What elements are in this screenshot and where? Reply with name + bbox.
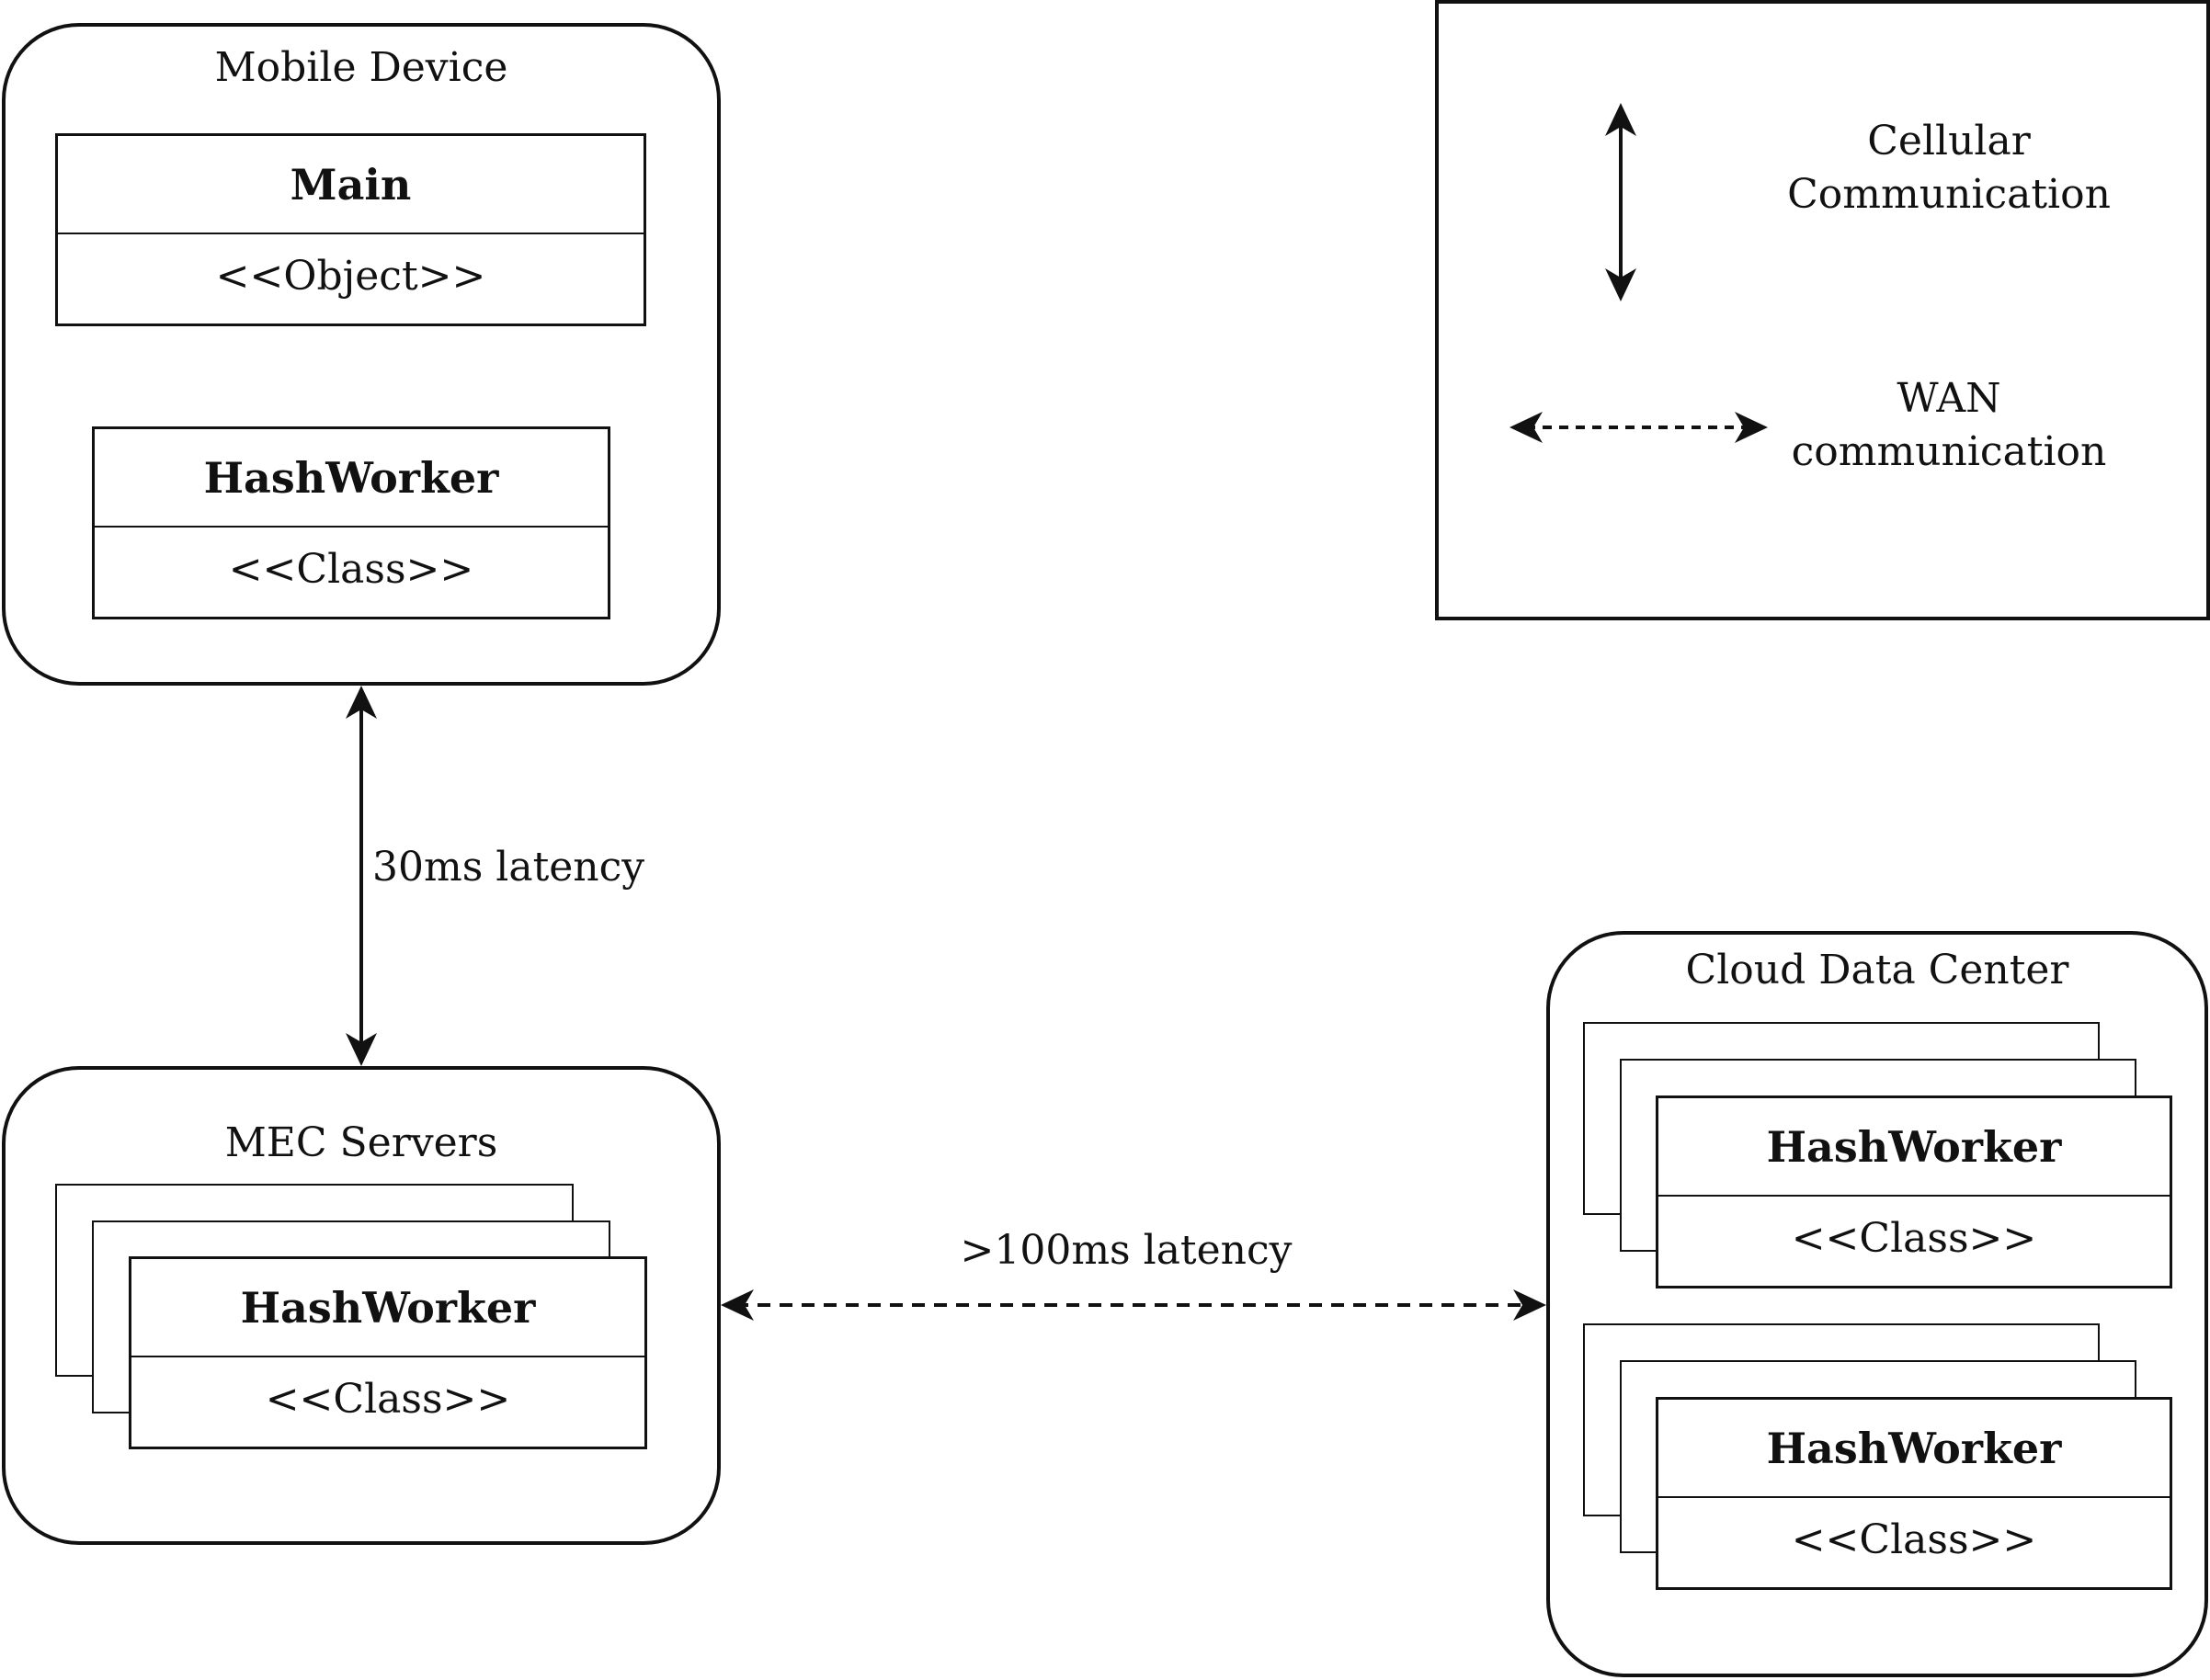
legend-cellular-label: Cellular Communication: [1747, 118, 2151, 219]
legend-arrowhead-down-icon: [1605, 268, 1636, 301]
mec-hashworker-stereotype: <<Class>>: [265, 1376, 511, 1423]
arrowhead-left-icon: [721, 1289, 754, 1321]
legend-arrowhead-up-icon: [1605, 103, 1636, 136]
arrowhead-down-icon: [346, 1033, 377, 1066]
legend-cellular-arrow: [1605, 103, 1636, 301]
legend-wan-line2: communication: [1791, 428, 2107, 475]
cloud-bottom-hashworker-box: HashWorker <<Class>>: [1656, 1397, 2172, 1590]
mobile-mec-latency-label: 30ms latency: [372, 844, 645, 891]
cloud-top-hashworker-box: HashWorker <<Class>>: [1656, 1095, 2172, 1288]
arrowhead-right-icon: [1513, 1289, 1546, 1321]
legend-wan-line1: WAN: [1897, 375, 2001, 422]
wan-link-arrow: [721, 1289, 1546, 1321]
legend-arrowhead-right-icon: [1735, 412, 1768, 443]
main-object-name: Main: [58, 136, 644, 234]
arrowhead-up-icon: [346, 686, 377, 719]
mec-hashworker-name: HashWorker: [131, 1259, 644, 1357]
legend-wan-arrow: [1509, 412, 1768, 443]
mobile-hashworker-box: HashWorker <<Class>>: [92, 426, 610, 619]
legend-cellular-line1: Cellular: [1867, 118, 2031, 165]
legend-arrowhead-left-icon: [1509, 412, 1543, 443]
legend-cellular-line2: Communication: [1787, 171, 2111, 218]
main-object-box: Main <<Object>>: [55, 133, 646, 326]
cloud-bottom-hashworker-stereotype: <<Class>>: [1791, 1516, 2037, 1563]
mobile-hashworker-name: HashWorker: [95, 429, 608, 528]
mec-hashworker-box: HashWorker <<Class>>: [129, 1256, 647, 1449]
mobile-hashworker-stereotype: <<Class>>: [228, 546, 474, 593]
mec-cloud-latency-label: >100ms latency: [960, 1227, 1293, 1274]
mec-servers-title: MEC Servers: [224, 1119, 498, 1166]
mobile-device-title: Mobile Device: [214, 44, 508, 91]
main-object-stereotype: <<Object>>: [215, 253, 486, 300]
cloud-data-center-title: Cloud Data Center: [1685, 947, 2069, 993]
cloud-bottom-hashworker-name: HashWorker: [1658, 1400, 2170, 1498]
cloud-top-hashworker-stereotype: <<Class>>: [1791, 1215, 2037, 1262]
legend-box: [1435, 0, 2210, 620]
legend-wan-label: WAN communication: [1747, 375, 2151, 476]
cellular-link-arrow: [346, 686, 377, 1066]
cloud-top-hashworker-name: HashWorker: [1658, 1098, 2170, 1197]
